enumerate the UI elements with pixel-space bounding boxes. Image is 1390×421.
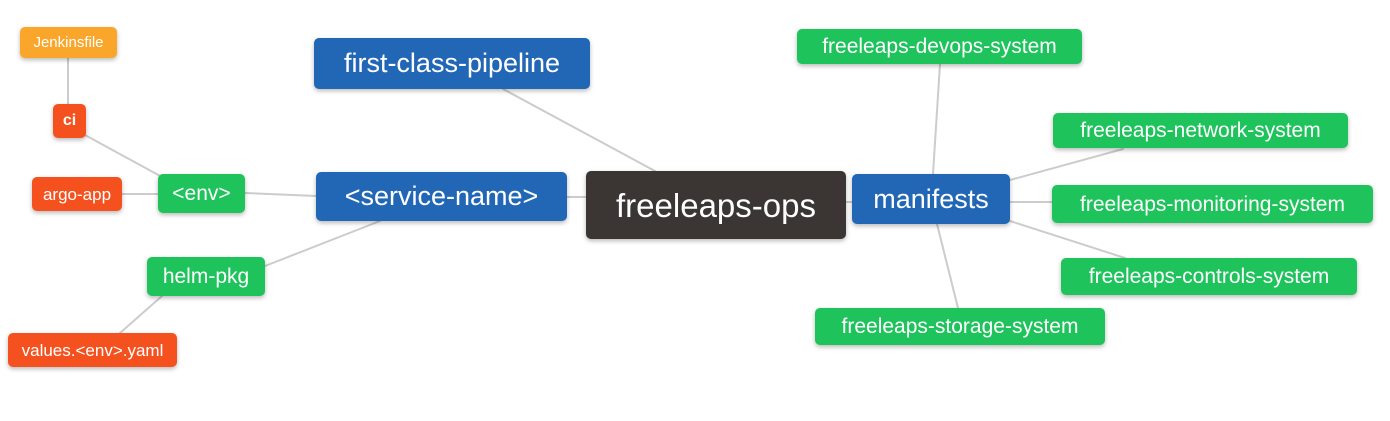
node-helm-pkg[interactable]: helm-pkg <box>147 257 265 296</box>
edge-pipeline-ops <box>502 88 656 172</box>
node-argo-app[interactable]: argo-app <box>32 177 122 211</box>
node-service-name[interactable]: <service-name> <box>316 172 567 221</box>
node-first-class-pipeline[interactable]: first-class-pipeline <box>314 38 590 89</box>
node-network-system[interactable]: freeleaps-network-system <box>1053 113 1348 148</box>
edge-helm-pkg-service-name <box>264 220 381 267</box>
edge-env-service-name <box>244 192 317 197</box>
node-manifests[interactable]: manifests <box>852 174 1010 224</box>
node-ci[interactable]: ci <box>53 104 86 138</box>
node-monitoring-system[interactable]: freeleaps-monitoring-system <box>1052 185 1373 223</box>
node-controls-system[interactable]: freeleaps-controls-system <box>1061 258 1357 295</box>
node-jenkinsfile[interactable]: Jenkinsfile <box>20 27 117 58</box>
edge-manifests-storage <box>936 223 959 309</box>
node-storage-system[interactable]: freeleaps-storage-system <box>815 308 1105 345</box>
node-values-env-yaml[interactable]: values.<env>.yaml <box>8 333 177 367</box>
edge-manifests-network <box>1009 148 1124 181</box>
edge-manifests-devops <box>932 63 941 175</box>
edge-manifests-controls <box>1009 220 1126 259</box>
edge-values-helm-pkg <box>119 295 163 334</box>
node-devops-system[interactable]: freeleaps-devops-system <box>797 29 1082 64</box>
node-freeleaps-ops-root[interactable]: freeleaps-ops <box>586 171 846 239</box>
node-env[interactable]: <env> <box>158 174 245 213</box>
edge-ci-env <box>84 134 163 178</box>
